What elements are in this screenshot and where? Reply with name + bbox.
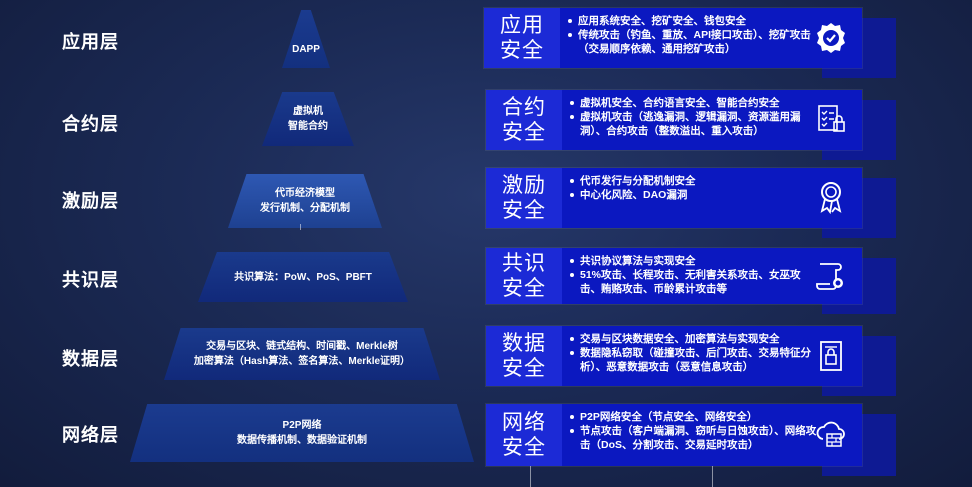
decorative-line [712, 466, 713, 487]
security-label-incentive: 激励 安全 [502, 174, 546, 222]
bullet-item: P2P网络安全（节点安全、网络安全） [570, 410, 820, 424]
layer-label-contract: 合约层 [62, 114, 119, 134]
scroll-seal-icon [814, 259, 848, 293]
document-lock-icon [814, 339, 848, 373]
bullet-item: 节点攻击（客户端漏洞、窃听与日蚀攻击）、网络攻击（DoS、分割攻击、交易延时攻击… [570, 424, 820, 452]
security-label-box-data: 数据 安全 [486, 326, 562, 386]
security-label-network: 网络 安全 [502, 411, 546, 459]
security-label-contract: 合约 安全 [502, 96, 546, 144]
badge-check-icon [814, 21, 848, 55]
security-bullets-contract: 虚拟机安全、合约语言安全、智能合约安全 虚拟机攻击（逃逸漏洞、逻辑漏洞、资源滥用… [570, 96, 820, 138]
bullet-item: 交易与区块数据安全、加密算法与实现安全 [570, 332, 820, 346]
security-bullets-incentive: 代币发行与分配机制安全 中心化风险、DAO漏洞 [570, 174, 820, 202]
security-panel-application: 应用 安全 应用系统安全、挖矿安全、钱包安全 传统攻击（钓鱼、重放、API接口攻… [484, 8, 862, 68]
layer-label-consensus: 共识层 [62, 270, 119, 290]
layer-label-application: 应用层 [62, 32, 119, 52]
bullet-item: 代币发行与分配机制安全 [570, 174, 820, 188]
security-label-application: 应用 安全 [500, 14, 544, 62]
security-bullets-network: P2P网络安全（节点安全、网络安全） 节点攻击（客户端漏洞、窃听与日蚀攻击）、网… [570, 410, 820, 452]
security-bullets-data: 交易与区块数据安全、加密算法与实现安全 数据隐私窃取（碰撞攻击、后门攻击、交易特… [570, 332, 820, 374]
bullet-item: 传统攻击（钓鱼、重放、API接口攻击）、挖矿攻击（交易顺序依赖、通用挖矿攻击） [568, 28, 818, 56]
security-label-data: 数据 安全 [502, 332, 546, 380]
security-bullets-application: 应用系统安全、挖矿安全、钱包安全 传统攻击（钓鱼、重放、API接口攻击）、挖矿攻… [568, 14, 818, 56]
security-panel-consensus: 共识 安全 共识协议算法与实现安全 51%攻击、长程攻击、无利害关系攻击、女巫攻… [486, 248, 862, 304]
pyramid-tier-application: DAPP [282, 10, 330, 68]
layer-label-incentive: 激励层 [62, 191, 119, 211]
security-label-box-consensus: 共识 安全 [486, 248, 562, 304]
bullet-item: 数据隐私窃取（碰撞攻击、后门攻击、交易特征分析）、恶意数据攻击（恶意信息攻击） [570, 346, 820, 374]
security-panel-data: 数据 安全 交易与区块数据安全、加密算法与实现安全 数据隐私窃取（碰撞攻击、后门… [486, 326, 862, 386]
security-panel-network: 网络 安全 P2P网络安全（节点安全、网络安全） 节点攻击（客户端漏洞、窃听与日… [486, 404, 862, 466]
security-label-box-application: 应用 安全 [484, 8, 560, 68]
bullet-item: 虚拟机攻击（逃逸漏洞、逻辑漏洞、资源滥用漏洞）、合约攻击（整数溢出、重入攻击） [570, 110, 820, 138]
pyramid-text-data: 交易与区块、链式结构、时间戳、Merkle树 加密算法（Hash算法、签名算法、… [193, 341, 411, 367]
security-panel-incentive: 激励 安全 代币发行与分配机制安全 中心化风险、DAO漏洞 [486, 168, 862, 228]
pyramid-text-application: DAPP [292, 43, 320, 55]
award-ribbon-icon [814, 180, 848, 214]
bullet-item: 共识协议算法与实现安全 [570, 254, 820, 268]
pyramid-tier-data: 交易与区块、链式结构、时间戳、Merkle树 加密算法（Hash算法、签名算法、… [164, 328, 440, 380]
decorative-line [300, 224, 301, 230]
security-label-box-network: 网络 安全 [486, 404, 562, 466]
security-label-box-contract: 合约 安全 [486, 90, 562, 150]
security-label-consensus: 共识 安全 [502, 252, 546, 300]
layer-label-data: 数据层 [62, 349, 119, 369]
decorative-line [530, 466, 531, 487]
layer-label-network: 网络层 [62, 425, 119, 445]
security-bullets-consensus: 共识协议算法与实现安全 51%攻击、长程攻击、无利害关系攻击、女巫攻击、贿赂攻击… [570, 254, 820, 296]
pyramid-tier-incentive: 代币经济模型 发行机制、分配机制 [228, 174, 382, 228]
pyramid-text-incentive: 代币经济模型 发行机制、分配机制 [260, 188, 350, 214]
pyramid-tier-consensus: 共识算法：PoW、PoS、PBFT [198, 252, 408, 302]
security-label-box-incentive: 激励 安全 [486, 168, 562, 228]
bullet-item: 虚拟机安全、合约语言安全、智能合约安全 [570, 96, 820, 110]
bullet-item: 51%攻击、长程攻击、无利害关系攻击、女巫攻击、贿赂攻击、币龄累计攻击等 [570, 268, 820, 296]
bullet-item: 中心化风险、DAO漏洞 [570, 188, 820, 202]
checklist-lock-icon [814, 102, 848, 136]
pyramid-text-network: P2P网络 数据传播机制、数据验证机制 [237, 420, 367, 446]
security-panel-contract: 合约 安全 虚拟机安全、合约语言安全、智能合约安全 虚拟机攻击（逃逸漏洞、逻辑漏… [486, 90, 862, 150]
cloud-firewall-icon [814, 417, 848, 451]
pyramid-text-contract: 虚拟机 智能合约 [288, 106, 328, 132]
pyramid-tier-network: P2P网络 数据传播机制、数据验证机制 [130, 404, 474, 462]
bullet-item: 应用系统安全、挖矿安全、钱包安全 [568, 14, 818, 28]
pyramid-tier-contract: 虚拟机 智能合约 [262, 92, 354, 146]
pyramid-text-consensus: 共识算法：PoW、PoS、PBFT [234, 271, 372, 283]
